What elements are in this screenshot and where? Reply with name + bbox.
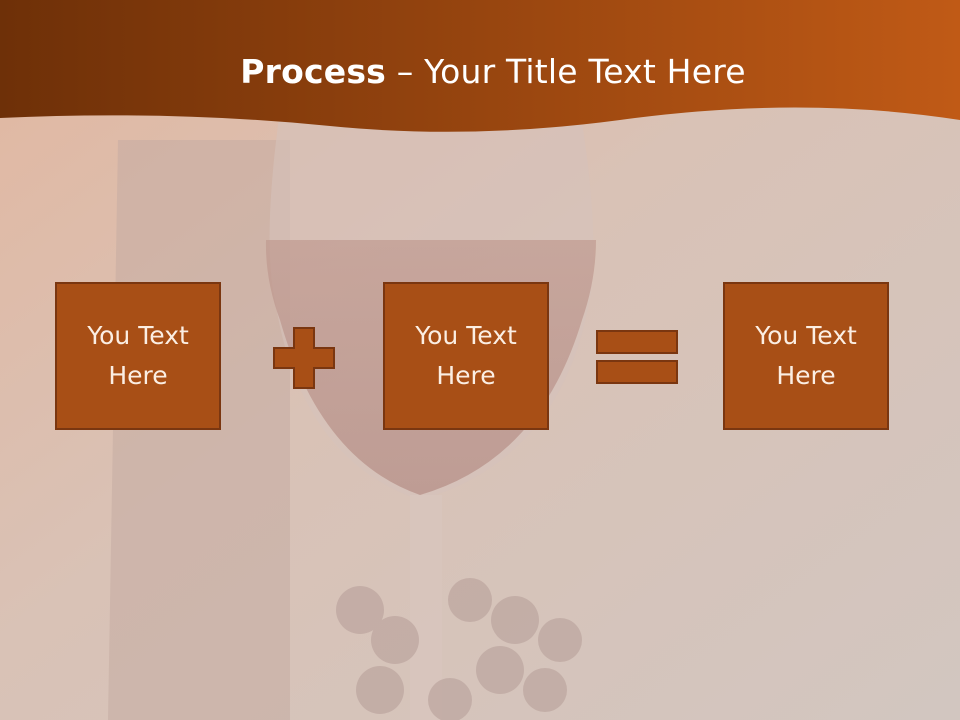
equals-icon — [596, 330, 678, 384]
bottle-silhouette — [108, 140, 290, 720]
grapes — [336, 578, 582, 720]
title-rest: – Your Title Text Here — [386, 52, 746, 91]
plus-icon — [273, 327, 335, 389]
process-box-2[interactable]: You Text Here — [383, 282, 549, 430]
process-box-3-text: You Text Here — [755, 321, 857, 390]
process-box-1-text: You Text Here — [87, 321, 189, 390]
glass-stem — [410, 495, 442, 720]
process-box-2-text: You Text Here — [415, 321, 517, 390]
header-band — [0, 0, 960, 132]
process-box-3[interactable]: You Text Here — [723, 282, 889, 430]
process-box-1[interactable]: You Text Here — [55, 282, 221, 430]
title-bold: Process — [240, 52, 387, 91]
page-title: Process – Your Title Text Here — [0, 52, 960, 91]
